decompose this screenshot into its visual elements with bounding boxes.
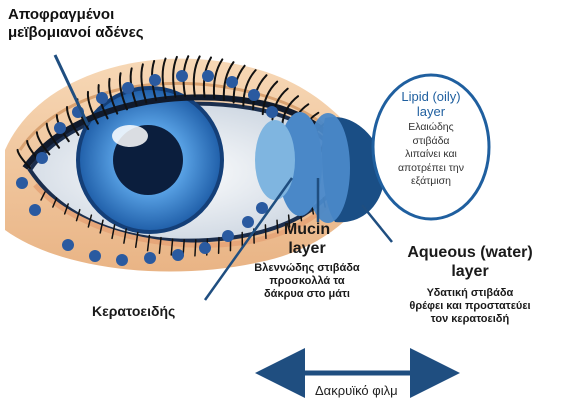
gland-dot [242,216,254,228]
aqueous-layer-title: Aqueous (water) layer [380,243,560,281]
gland-dot [54,122,66,134]
gland-dot [89,250,101,262]
gland-dot [266,106,278,118]
gland-dot [199,242,211,254]
gland-dot [226,76,238,88]
mucin-desc-line-2: προσκολλά τα [232,275,382,288]
glands-label-line-1: Αποφραγμένοι [8,6,144,24]
mucin-desc-line-1: Βλεννώδης στιβάδα [232,262,382,275]
aqueous-desc-line-1: Υδατική στιβάδα [395,287,545,300]
meibomian-glands-label: Αποφραγμένοι μεϊβομιανοί αδένες [8,6,144,42]
gland-dot [248,89,260,101]
mucin-layer-front [255,120,295,200]
gland-dot [96,92,108,104]
gland-dot [149,74,161,86]
lipid-layer-title: Lipid (oily) layer [383,89,479,119]
gland-dot [172,249,184,261]
mucin-layer-title: Mucin layer [262,220,352,258]
mucin-title-line-1: Mucin [262,220,352,239]
gland-dot [222,230,234,242]
cornea-label: Κερατοειδής [92,303,175,319]
gland-dot [122,82,134,94]
lipid-desc-line-2: στιβάδα [375,135,487,149]
lipid-desc-line-5: εξάτμιση [375,175,487,189]
gland-dot [144,252,156,264]
lipid-desc-line-3: λιπαίνει και [375,148,487,162]
gland-dot [29,204,41,216]
mucin-layer-description: Βλεννώδης στιβάδα προσκολλά τα δάκρυα στ… [232,262,382,301]
mucin-title-line-2: layer [262,239,352,258]
lipid-desc-line-4: αποτρέπει την [375,162,487,176]
lipid-title-line-2: layer [383,104,479,119]
lipid-layer-description: Ελαιώδης στιβάδα λιπαίνει και αποτρέπει … [375,121,487,189]
aqueous-desc-line-2: θρέφει και προστατεύει [395,300,545,313]
gland-dot [16,177,28,189]
aqueous-leader-line [362,205,392,242]
aqueous-layer-description: Υδατική στιβάδα θρέφει και προστατεύει τ… [395,287,545,326]
aqueous-title-line-1: Aqueous (water) [380,243,560,262]
gland-dot [116,254,128,266]
aqueous-desc-line-3: τον κερατοειδή [395,313,545,326]
lipid-desc-line-1: Ελαιώδης [375,121,487,135]
gland-dot [176,70,188,82]
gland-dot [62,239,74,251]
eye-highlight [112,125,148,147]
tear-film-label: Δακρυϊκό φιλμ [315,383,398,398]
aqueous-title-line-2: layer [380,262,560,281]
mucin-desc-line-3: δάκρυα στο μάτι [232,288,382,301]
gland-dot [36,152,48,164]
lipid-title-line-1: Lipid (oily) [383,89,479,104]
glands-label-line-2: μεϊβομιανοί αδένες [8,24,144,42]
eyelash [195,240,196,256]
gland-dot [202,70,214,82]
